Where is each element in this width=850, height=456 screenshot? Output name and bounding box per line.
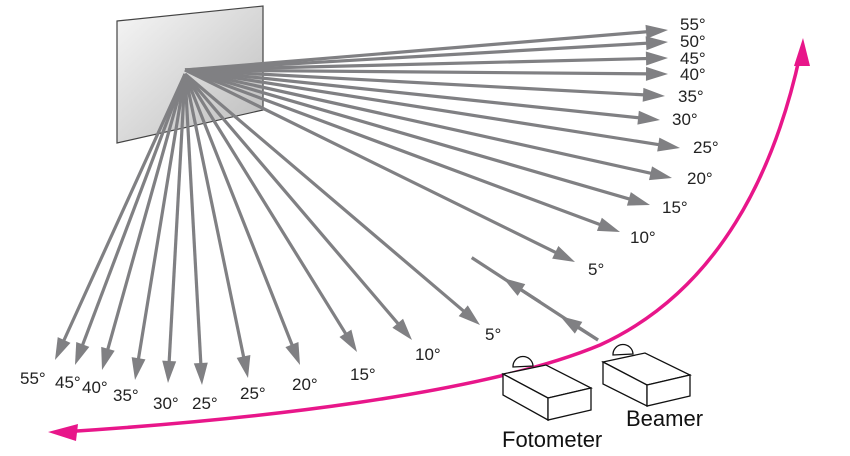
lower-ray-1-head	[75, 341, 90, 365]
lower-ray-5-head	[193, 362, 208, 385]
lower-ray-6-head	[236, 355, 251, 378]
lower-ray-0	[59, 73, 187, 348]
upper-ray-3-head	[645, 66, 668, 81]
projector-icon	[601, 343, 692, 408]
angle-labels: 55°50°45°40°35°30°25°20°15°10°5°55°45°40…	[20, 15, 719, 413]
lower-ray-8	[183, 73, 351, 341]
upper-ray-10-head	[552, 246, 575, 262]
upper-ray-4-head	[642, 87, 665, 102]
lower-ray-2	[104, 73, 187, 357]
upper-ray-2-head	[645, 51, 668, 66]
lower-angle-label: 10°	[415, 345, 441, 364]
upper-angle-label: 15°	[662, 198, 688, 217]
upper-angle-label: 10°	[630, 228, 656, 247]
incident-arrow-2-head	[560, 316, 583, 334]
lower-angle-label: 25°	[240, 384, 266, 403]
lower-ray-10-head	[458, 305, 480, 325]
lower-ray-1	[78, 73, 187, 353]
lower-ray-3	[135, 73, 187, 367]
lower-angle-label: 45°	[55, 373, 81, 392]
incident-arrow-1-head	[503, 278, 526, 296]
lower-ray-9	[183, 72, 405, 331]
lower-ray-6	[183, 73, 247, 365]
lower-angle-label: 30°	[153, 394, 179, 413]
upper-ray-3	[184, 68, 655, 76]
upper-ray-6-head	[657, 137, 680, 152]
lower-angle-label: 25°	[192, 394, 218, 413]
lower-ray-8-head	[339, 329, 357, 352]
lower-angle-label: 40°	[82, 378, 108, 397]
lower-angle-label: 15°	[350, 365, 376, 384]
upper-angle-label: 30°	[672, 110, 698, 129]
arc-arrowhead-up	[794, 38, 810, 66]
lower-ray-10	[183, 72, 471, 318]
upper-ray-6	[184, 68, 667, 148]
upper-angle-label: 35°	[678, 87, 704, 106]
upper-ray-4	[184, 68, 652, 97]
upper-angle-label: 45°	[680, 49, 706, 68]
lower-angle-label: 55°	[20, 369, 46, 388]
upper-ray-2	[184, 56, 655, 72]
measurement-arc	[61, 54, 802, 434]
upper-ray-5	[184, 68, 647, 121]
upper-ray-5-head	[637, 110, 660, 125]
upper-ray-7-head	[649, 166, 672, 181]
photometer-label: Fotometer	[502, 427, 602, 452]
lower-angle-label: 20°	[292, 375, 318, 394]
lower-ray-7	[183, 73, 297, 353]
upper-ray-0	[184, 29, 655, 72]
lower-angle-label: 35°	[113, 386, 139, 405]
upper-ray-7	[184, 68, 659, 177]
reflected-rays	[55, 24, 680, 385]
upper-angle-label: 55°	[680, 15, 706, 34]
incident-ray	[470, 256, 599, 342]
arc-arrowhead-left	[48, 424, 78, 441]
lower-angle-label: 5°	[485, 325, 501, 344]
upper-angle-label: 5°	[588, 260, 604, 279]
upper-angle-label: 50°	[680, 32, 706, 51]
upper-ray-1	[184, 41, 655, 72]
upper-ray-8	[184, 68, 638, 203]
upper-ray-9	[184, 68, 608, 229]
upper-angle-label: 25°	[693, 138, 719, 157]
lower-ray-5	[183, 73, 203, 372]
lower-ray-4	[167, 73, 187, 370]
upper-ray-1-head	[645, 36, 668, 51]
lower-ray-0-head	[55, 337, 71, 360]
projector-label: Beamer	[626, 406, 703, 431]
upper-angle-label: 20°	[687, 169, 713, 188]
upper-ray-9-head	[596, 217, 620, 232]
lower-ray-9-head	[392, 318, 412, 340]
lower-ray-4-head	[162, 360, 177, 383]
upper-ray-10	[184, 68, 564, 258]
lower-ray-7-head	[285, 341, 300, 365]
lower-ray-2-head	[101, 346, 115, 370]
upper-ray-0-head	[645, 24, 668, 39]
upper-ray-8-head	[626, 192, 650, 206]
lower-ray-3-head	[131, 357, 146, 380]
upper-angle-label: 40°	[680, 65, 706, 84]
photometer-icon	[501, 355, 593, 422]
